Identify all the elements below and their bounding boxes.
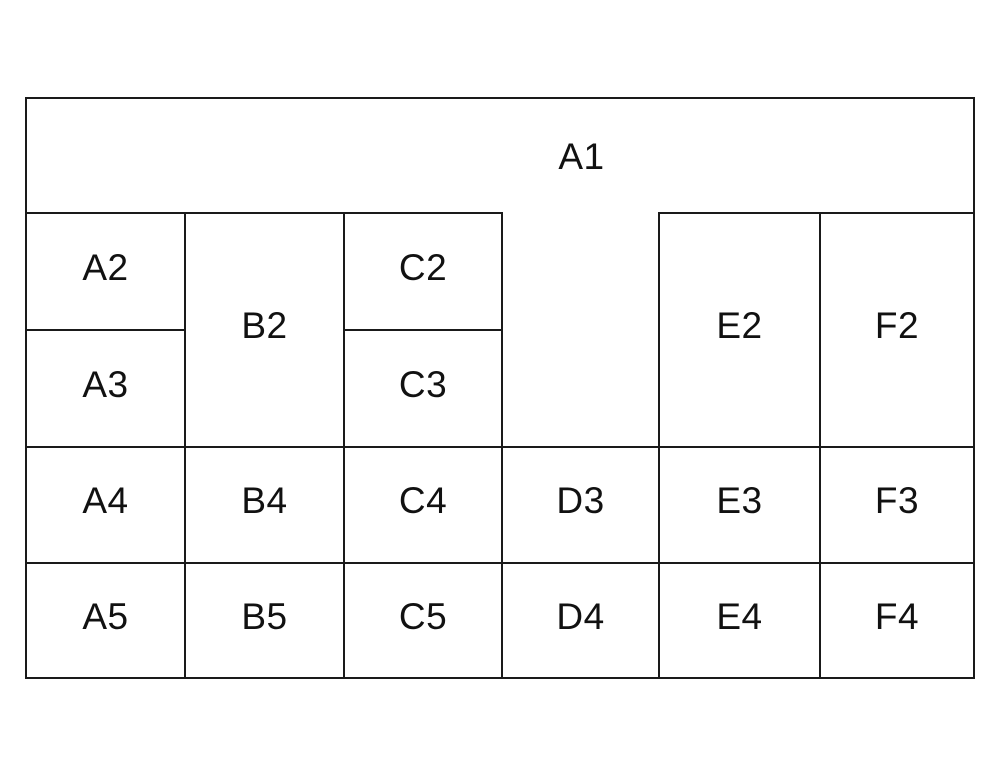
cell-f3-label: F3: [874, 480, 920, 521]
cell-d3-label: D3: [556, 480, 605, 521]
cell-c5: C5: [343, 562, 503, 679]
cell-c4-label: C4: [398, 480, 448, 521]
cell-f4-label: F4: [874, 595, 920, 637]
cell-b5: B5: [184, 562, 345, 679]
cell-f4: F4: [819, 562, 975, 679]
cell-a1: A1: [25, 97, 975, 214]
cell-e3-label: E3: [716, 480, 763, 521]
cell-f2-label: F2: [874, 305, 920, 346]
cell-e4: E4: [658, 562, 821, 679]
cell-d3: D3: [501, 446, 660, 564]
cell-d4: D4: [501, 562, 660, 679]
cell-e2: E2: [658, 212, 821, 448]
cell-e3: E3: [658, 446, 821, 564]
cell-e2-label: E2: [716, 305, 763, 346]
cell-b2-label: B2: [241, 305, 288, 346]
cell-c4: C4: [343, 446, 503, 564]
cell-b4: B4: [184, 446, 345, 564]
cell-a1-label: A1: [558, 135, 605, 177]
cell-a3: A3: [25, 329, 186, 448]
cell-c5-label: C5: [398, 595, 448, 637]
cell-a2-label: A2: [82, 246, 129, 288]
cell-b5-label: B5: [241, 595, 288, 637]
cell-c3: C3: [343, 329, 503, 448]
cell-a5: A5: [25, 562, 186, 679]
cell-a5-label: A5: [82, 595, 129, 637]
cell-a3-label: A3: [82, 363, 129, 405]
cell-c2: C2: [343, 212, 503, 331]
cell-a4-label: A4: [82, 480, 129, 521]
cell-b2: B2: [184, 212, 345, 448]
cell-c2-label: C2: [398, 246, 448, 288]
cell-c3-label: C3: [398, 363, 448, 405]
cell-a4: A4: [25, 446, 186, 564]
cell-f2: F2: [819, 212, 975, 448]
cell-e4-label: E4: [716, 595, 763, 637]
cell-d4-label: D4: [556, 595, 605, 637]
cell-a2: A2: [25, 212, 186, 331]
cell-b4-label: B4: [241, 480, 288, 521]
cell-f3: F3: [819, 446, 975, 564]
